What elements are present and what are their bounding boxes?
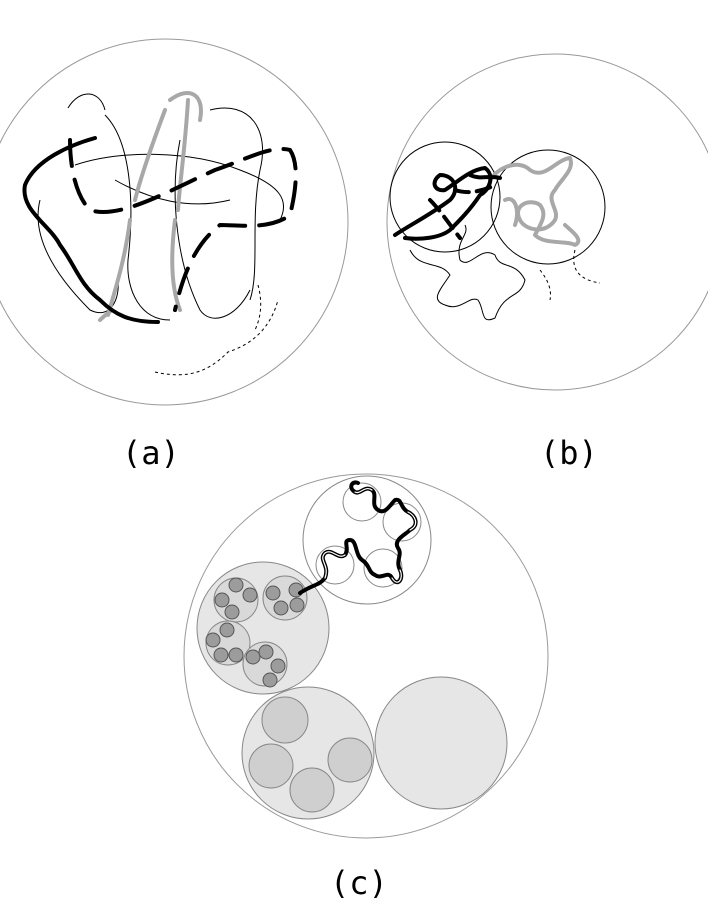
panel-c-blob-top [302,475,432,605]
panel-b-sub-circle-left [389,141,501,253]
panel-c-outer-circle [183,473,549,839]
panel-c [183,473,549,839]
panel-c-polymer-chain-highlight [322,488,417,583]
panel-b-black-chain-dash [428,183,497,240]
panel-b-thin-chain [409,224,526,321]
panel-c-bottom-subblobs [248,696,373,813]
panel-a-outer-circle [0,38,349,406]
panel-b-grey-chain [488,156,581,247]
panel-b [386,53,708,391]
panel-a-dashed-tail [154,284,279,376]
label-panel-c: (c) [330,864,388,902]
label-panel-b: (b) [540,434,598,472]
panel-b-dashed-tail [539,249,601,301]
panel-c-left-beads [205,577,305,688]
panel-c-blob-right [374,676,508,810]
panel-a-black-chain-dash [68,138,298,312]
panel-b-sub-circle-right [490,149,606,265]
panel-a-grey-chain [98,90,203,322]
panel-b-outer-circle [386,53,708,391]
panel-b-black-chain [393,166,502,241]
panel-a-black-chain [22,136,160,324]
panel-a [0,38,349,406]
panel-a-thin-chain [37,93,285,321]
label-panel-a: (a) [122,434,180,472]
